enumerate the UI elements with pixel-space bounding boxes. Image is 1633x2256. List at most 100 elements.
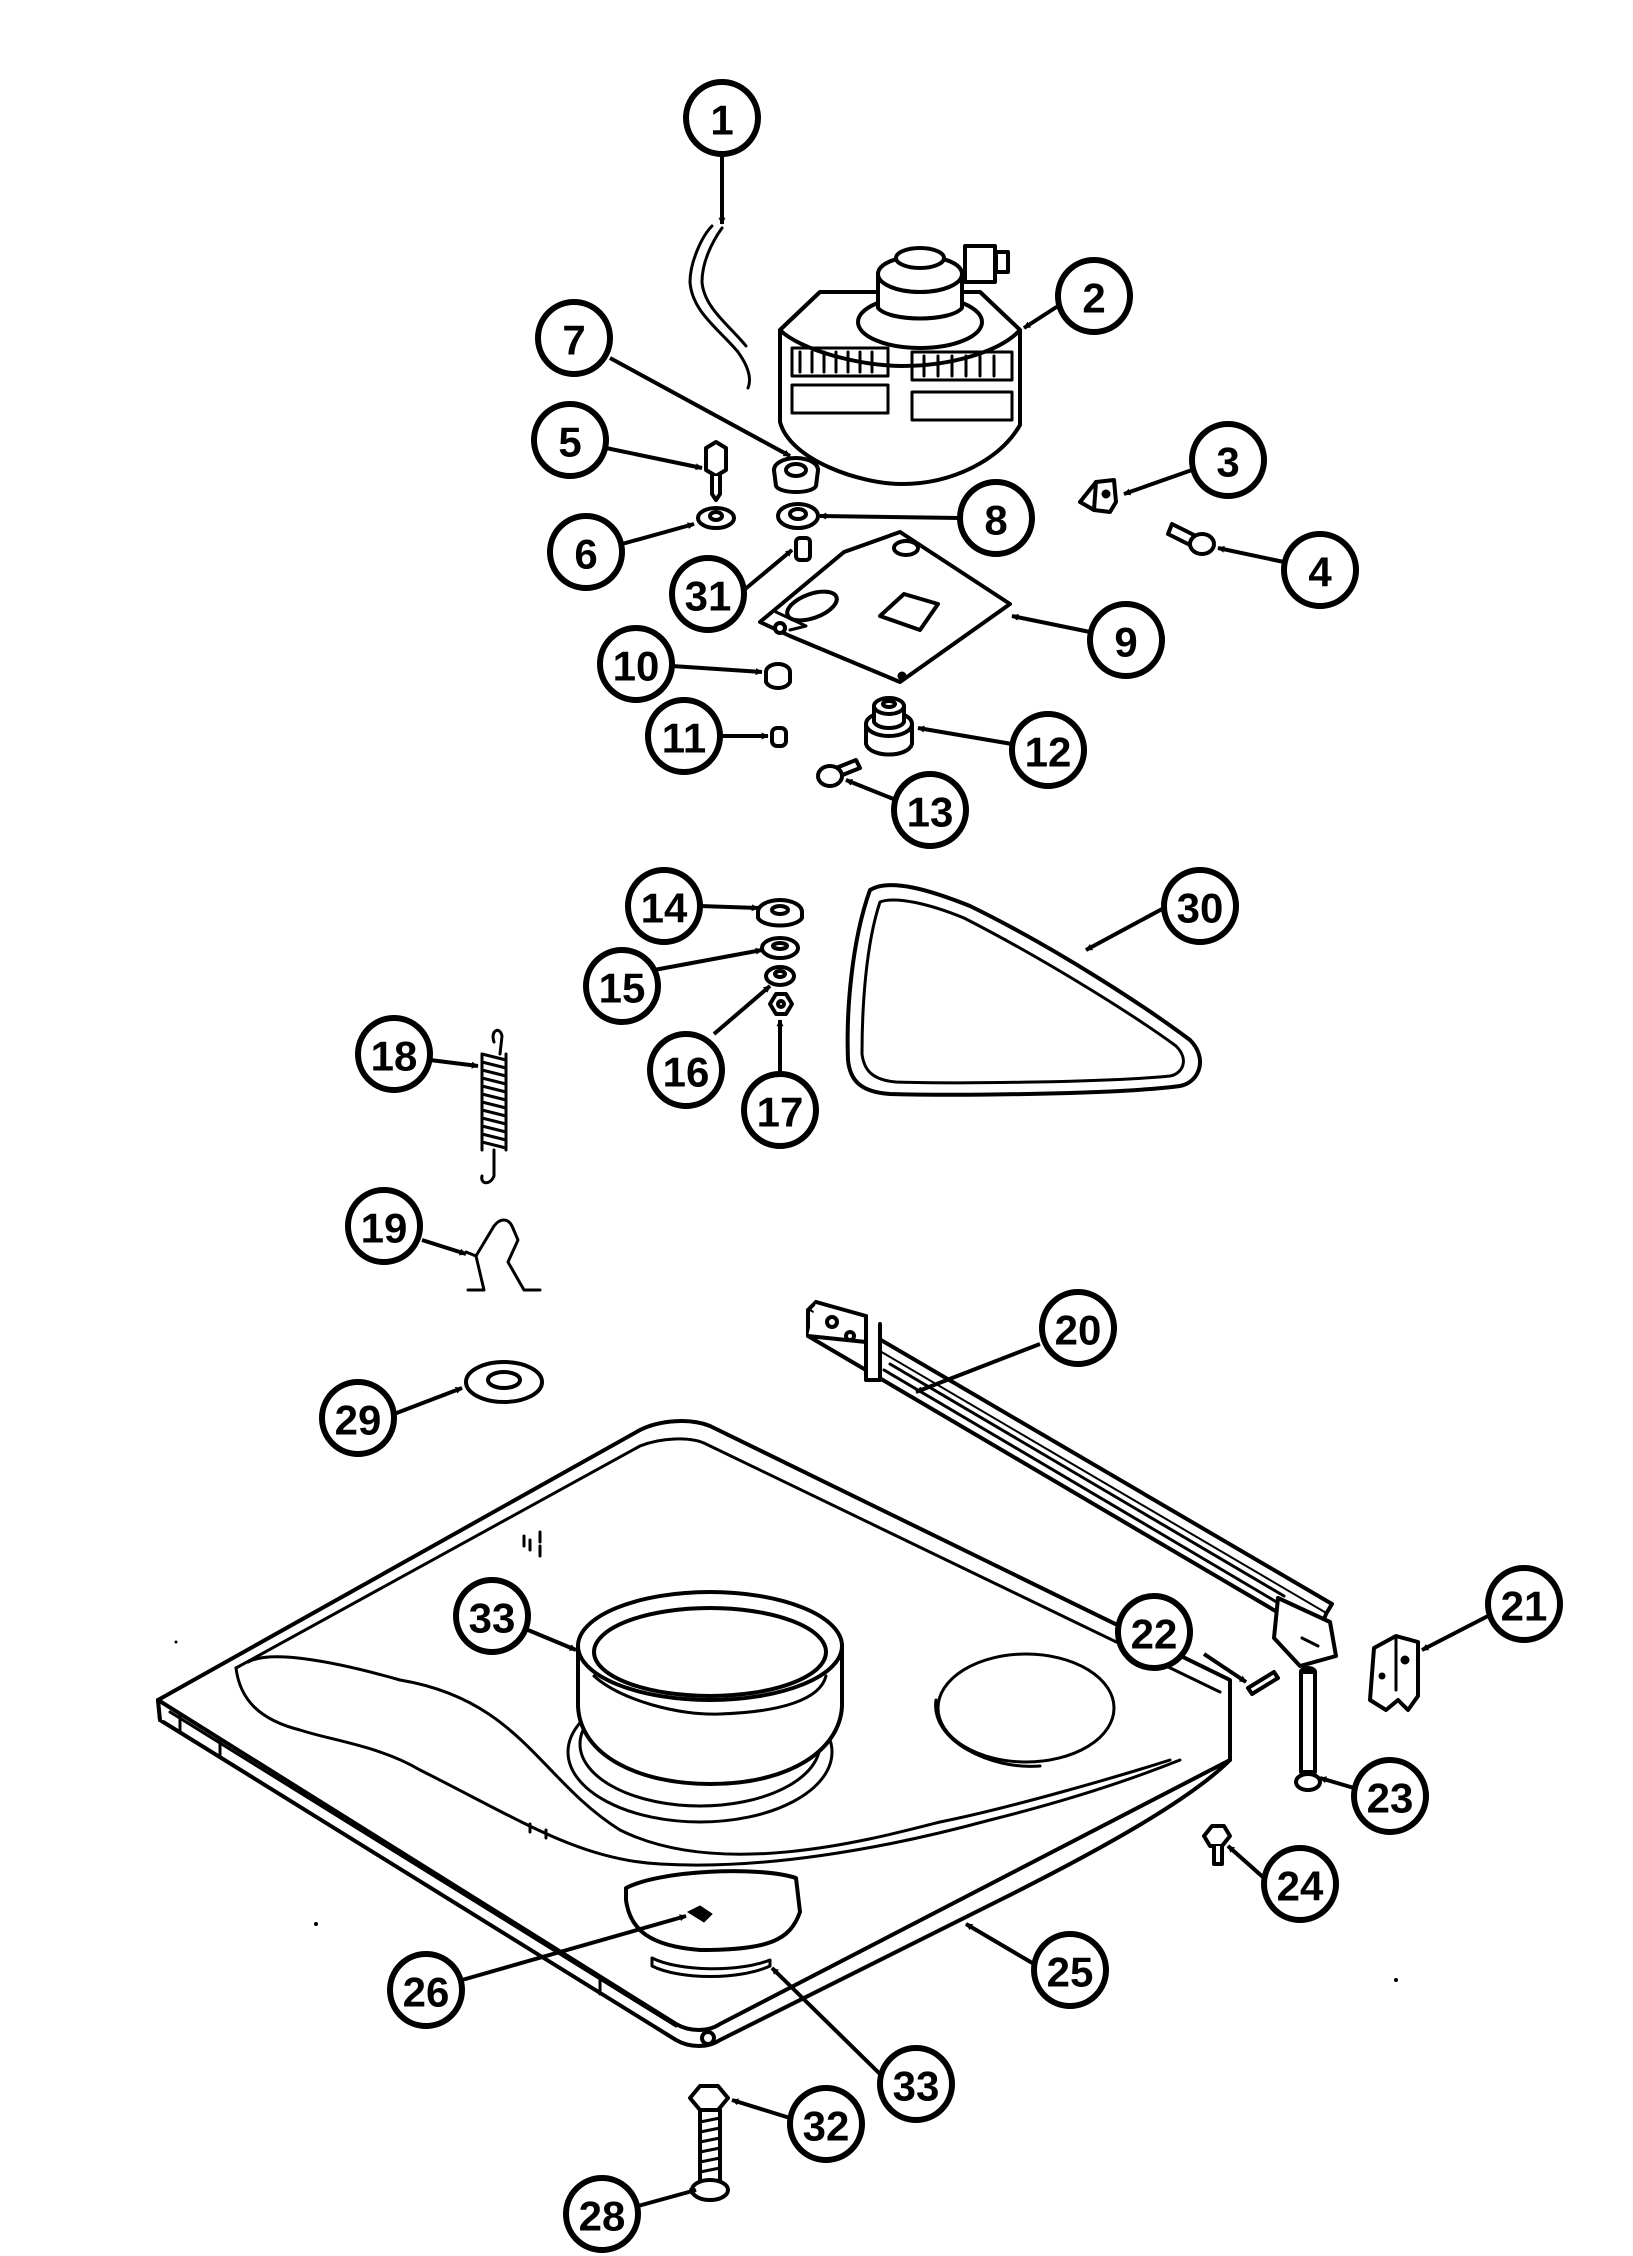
leader-24 (1226, 1844, 1266, 1880)
callout-24: 24 (1261, 1845, 1339, 1923)
part-6-washer (696, 506, 736, 530)
svg-text:17: 17 (757, 1089, 804, 1136)
leader-31 (742, 548, 794, 592)
part-22-pin (1246, 1670, 1280, 1696)
callout-30: 30 (1161, 867, 1239, 945)
part-29-washer (464, 1360, 544, 1404)
part-23-shaft (1294, 1666, 1322, 1792)
svg-text:21: 21 (1501, 1583, 1548, 1630)
leader-21 (1421, 1614, 1489, 1652)
callout-33-ring: 33 (453, 1577, 531, 1655)
svg-text:33: 33 (893, 2063, 940, 2110)
svg-text:12: 12 (1025, 729, 1072, 776)
svg-text:29: 29 (335, 1397, 382, 1444)
leader-33a (527, 1628, 577, 1652)
leader-18 (429, 1058, 479, 1069)
callout-31: 31 (669, 555, 747, 633)
svg-text:1: 1 (710, 97, 733, 144)
svg-text:28: 28 (579, 2193, 626, 2240)
callout-18: 18 (355, 1015, 433, 1093)
svg-text:7: 7 (562, 317, 585, 364)
leader-30 (1085, 906, 1165, 952)
svg-text:31: 31 (685, 573, 732, 620)
leader-14 (699, 904, 759, 912)
leader-7 (609, 356, 791, 458)
leader-16 (712, 984, 772, 1036)
svg-text:16: 16 (663, 1049, 710, 1096)
callout-29: 29 (319, 1379, 397, 1457)
leader-19 (421, 1238, 467, 1256)
part-33-seal-ring (576, 1590, 844, 1786)
part-21-bracket (1368, 1634, 1420, 1712)
part-14-nut (756, 898, 804, 928)
leader-22 (1202, 1652, 1248, 1684)
svg-text:4: 4 (1308, 549, 1332, 596)
leader-28 (637, 2188, 697, 2208)
svg-text:18: 18 (371, 1033, 418, 1080)
svg-text:25: 25 (1047, 1949, 1094, 1996)
callout-26: 26 (387, 1951, 465, 2029)
part-5-bolt (704, 440, 728, 502)
part-11-sleeve (770, 726, 788, 748)
leader-8 (819, 512, 961, 520)
part-13-screw (816, 758, 862, 788)
part-7-grommet (772, 456, 820, 494)
svg-text:6: 6 (574, 531, 597, 578)
callout-33-lower: 33 (877, 2045, 955, 2123)
leader-32 (731, 2098, 791, 2120)
svg-text:5: 5 (558, 419, 581, 466)
callout-13: 13 (891, 771, 969, 849)
svg-text:33: 33 (469, 1595, 516, 1642)
callout-16: 16 (647, 1031, 725, 1109)
scan-specks (174, 1640, 1398, 1982)
svg-text:13: 13 (907, 789, 954, 836)
leader-4 (1217, 545, 1285, 564)
svg-text:3: 3 (1216, 439, 1239, 486)
part-4-screw (1166, 522, 1216, 556)
part-8-grommet (776, 502, 820, 530)
leader-10 (671, 664, 763, 676)
leader-26 (461, 1914, 687, 1982)
part-10-nut (764, 662, 792, 690)
part-15-washer (760, 936, 800, 960)
svg-text:26: 26 (403, 1969, 450, 2016)
svg-text:32: 32 (803, 2103, 850, 2150)
callout-28: 28 (563, 2175, 641, 2253)
svg-text:20: 20 (1055, 1307, 1102, 1354)
part-30-belt (845, 883, 1202, 1097)
part-32-nut (688, 2084, 730, 2112)
callout-3: 3 (1189, 421, 1267, 499)
svg-text:2: 2 (1082, 275, 1105, 322)
callout-4: 4 (1281, 531, 1359, 609)
callout-2: 2 (1055, 257, 1133, 335)
callout-6: 6 (547, 513, 625, 591)
part-18-spring (480, 1028, 508, 1185)
svg-text:15: 15 (599, 965, 646, 1012)
part-28-bolt (690, 2108, 730, 2202)
callout-12: 12 (1009, 711, 1087, 789)
callout-21: 21 (1485, 1565, 1563, 1643)
svg-text:11: 11 (662, 715, 706, 762)
leader-15 (653, 947, 763, 972)
callout-20: 20 (1039, 1289, 1117, 1367)
part-1-wire-bracket (688, 224, 752, 390)
part-31-sleeve (794, 536, 812, 562)
part-20-rail (806, 1300, 1338, 1668)
callout-7: 7 (535, 299, 613, 377)
part-16-washer (764, 965, 796, 987)
callout-8: 8 (957, 479, 1035, 557)
leader-5 (605, 446, 703, 471)
leader-9 (1011, 613, 1091, 634)
part-24-screw (1202, 1824, 1232, 1866)
part-2-motor (778, 244, 1022, 486)
leader-2 (1022, 304, 1060, 330)
callout-15: 15 (583, 947, 661, 1025)
callout-19: 19 (345, 1187, 423, 1265)
callout-22: 22 (1115, 1593, 1193, 1671)
leader-6 (621, 522, 695, 546)
callout-14: 14 (625, 867, 703, 945)
callout-17: 17 (741, 1071, 819, 1149)
part-17-nut (768, 992, 794, 1016)
svg-text:19: 19 (361, 1205, 408, 1252)
callout-25: 25 (1031, 1931, 1109, 2009)
